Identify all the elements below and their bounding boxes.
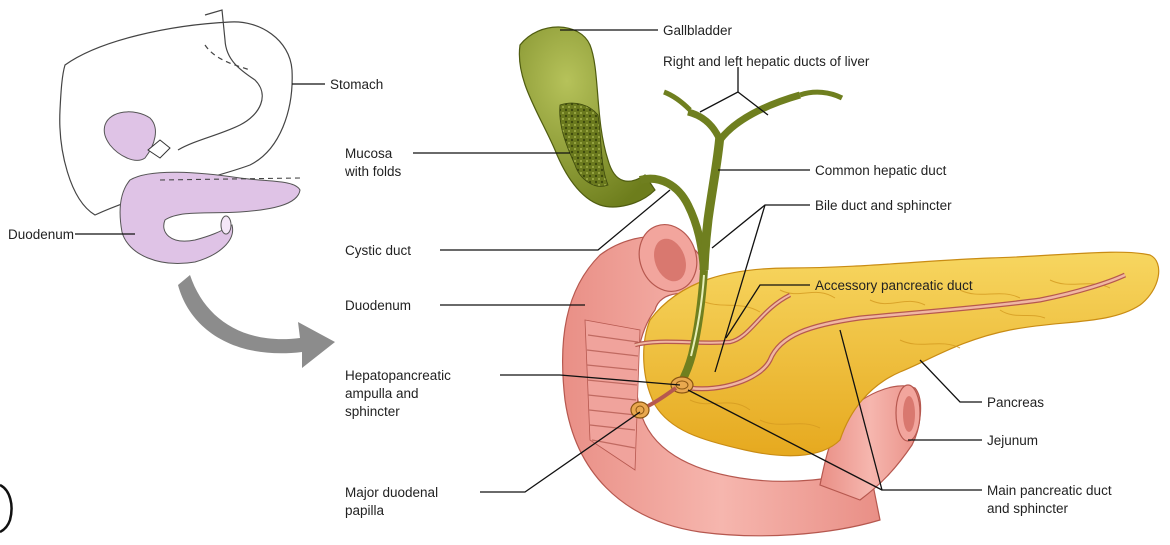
label-jejunum: Jejunum <box>987 433 1038 448</box>
label-gallbladder: Gallbladder <box>663 23 733 38</box>
label-ampulla-3: sphincter <box>345 404 400 419</box>
inset-stomach-dashed <box>204 44 251 71</box>
gallbladder-mucosa <box>559 102 609 187</box>
inset-figure: Stomach Duodenum <box>8 9 383 264</box>
label-mucosa-1: Mucosa <box>345 146 393 161</box>
leader-lines <box>413 29 982 493</box>
inset-duodenum <box>119 171 301 264</box>
inset-liver-outline <box>59 21 293 216</box>
label-ampulla-2: ampulla and <box>345 386 419 401</box>
label-pancreas: Pancreas <box>987 395 1044 410</box>
label-main-duct-2: and sphincter <box>987 501 1069 516</box>
sphincters <box>630 376 694 419</box>
zoom-arrow <box>178 275 335 368</box>
label-bile-duct: Bile duct and sphincter <box>815 198 952 213</box>
duodenum <box>561 224 881 537</box>
inset-gallbladder <box>103 111 156 161</box>
edge-bracket <box>0 483 13 534</box>
label-papilla-1: Major duodenal <box>345 485 438 500</box>
label-accessory-duct: Accessory pancreatic duct <box>815 278 973 293</box>
inset-duodenum-label: Duodenum <box>8 227 74 242</box>
label-cystic-duct: Cystic duct <box>345 243 411 258</box>
label-papilla-2: papilla <box>345 503 385 518</box>
label-ampulla-1: Hepatopancreatic <box>345 368 451 383</box>
inset-jejunum-opening <box>220 215 232 235</box>
gallbladder <box>518 26 656 208</box>
label-mucosa-2: with folds <box>344 164 402 179</box>
label-hepatic-ducts: Right and left hepatic ducts of liver <box>663 54 870 69</box>
inset-stomach-outline <box>177 9 263 151</box>
inset-duct-junction <box>147 139 171 159</box>
label-main-duct-1: Main pancreatic duct <box>987 483 1112 498</box>
label-duodenum: Duodenum <box>345 298 411 313</box>
inset-stomach-label: Stomach <box>330 77 383 92</box>
label-common-hepatic-duct: Common hepatic duct <box>815 163 947 178</box>
